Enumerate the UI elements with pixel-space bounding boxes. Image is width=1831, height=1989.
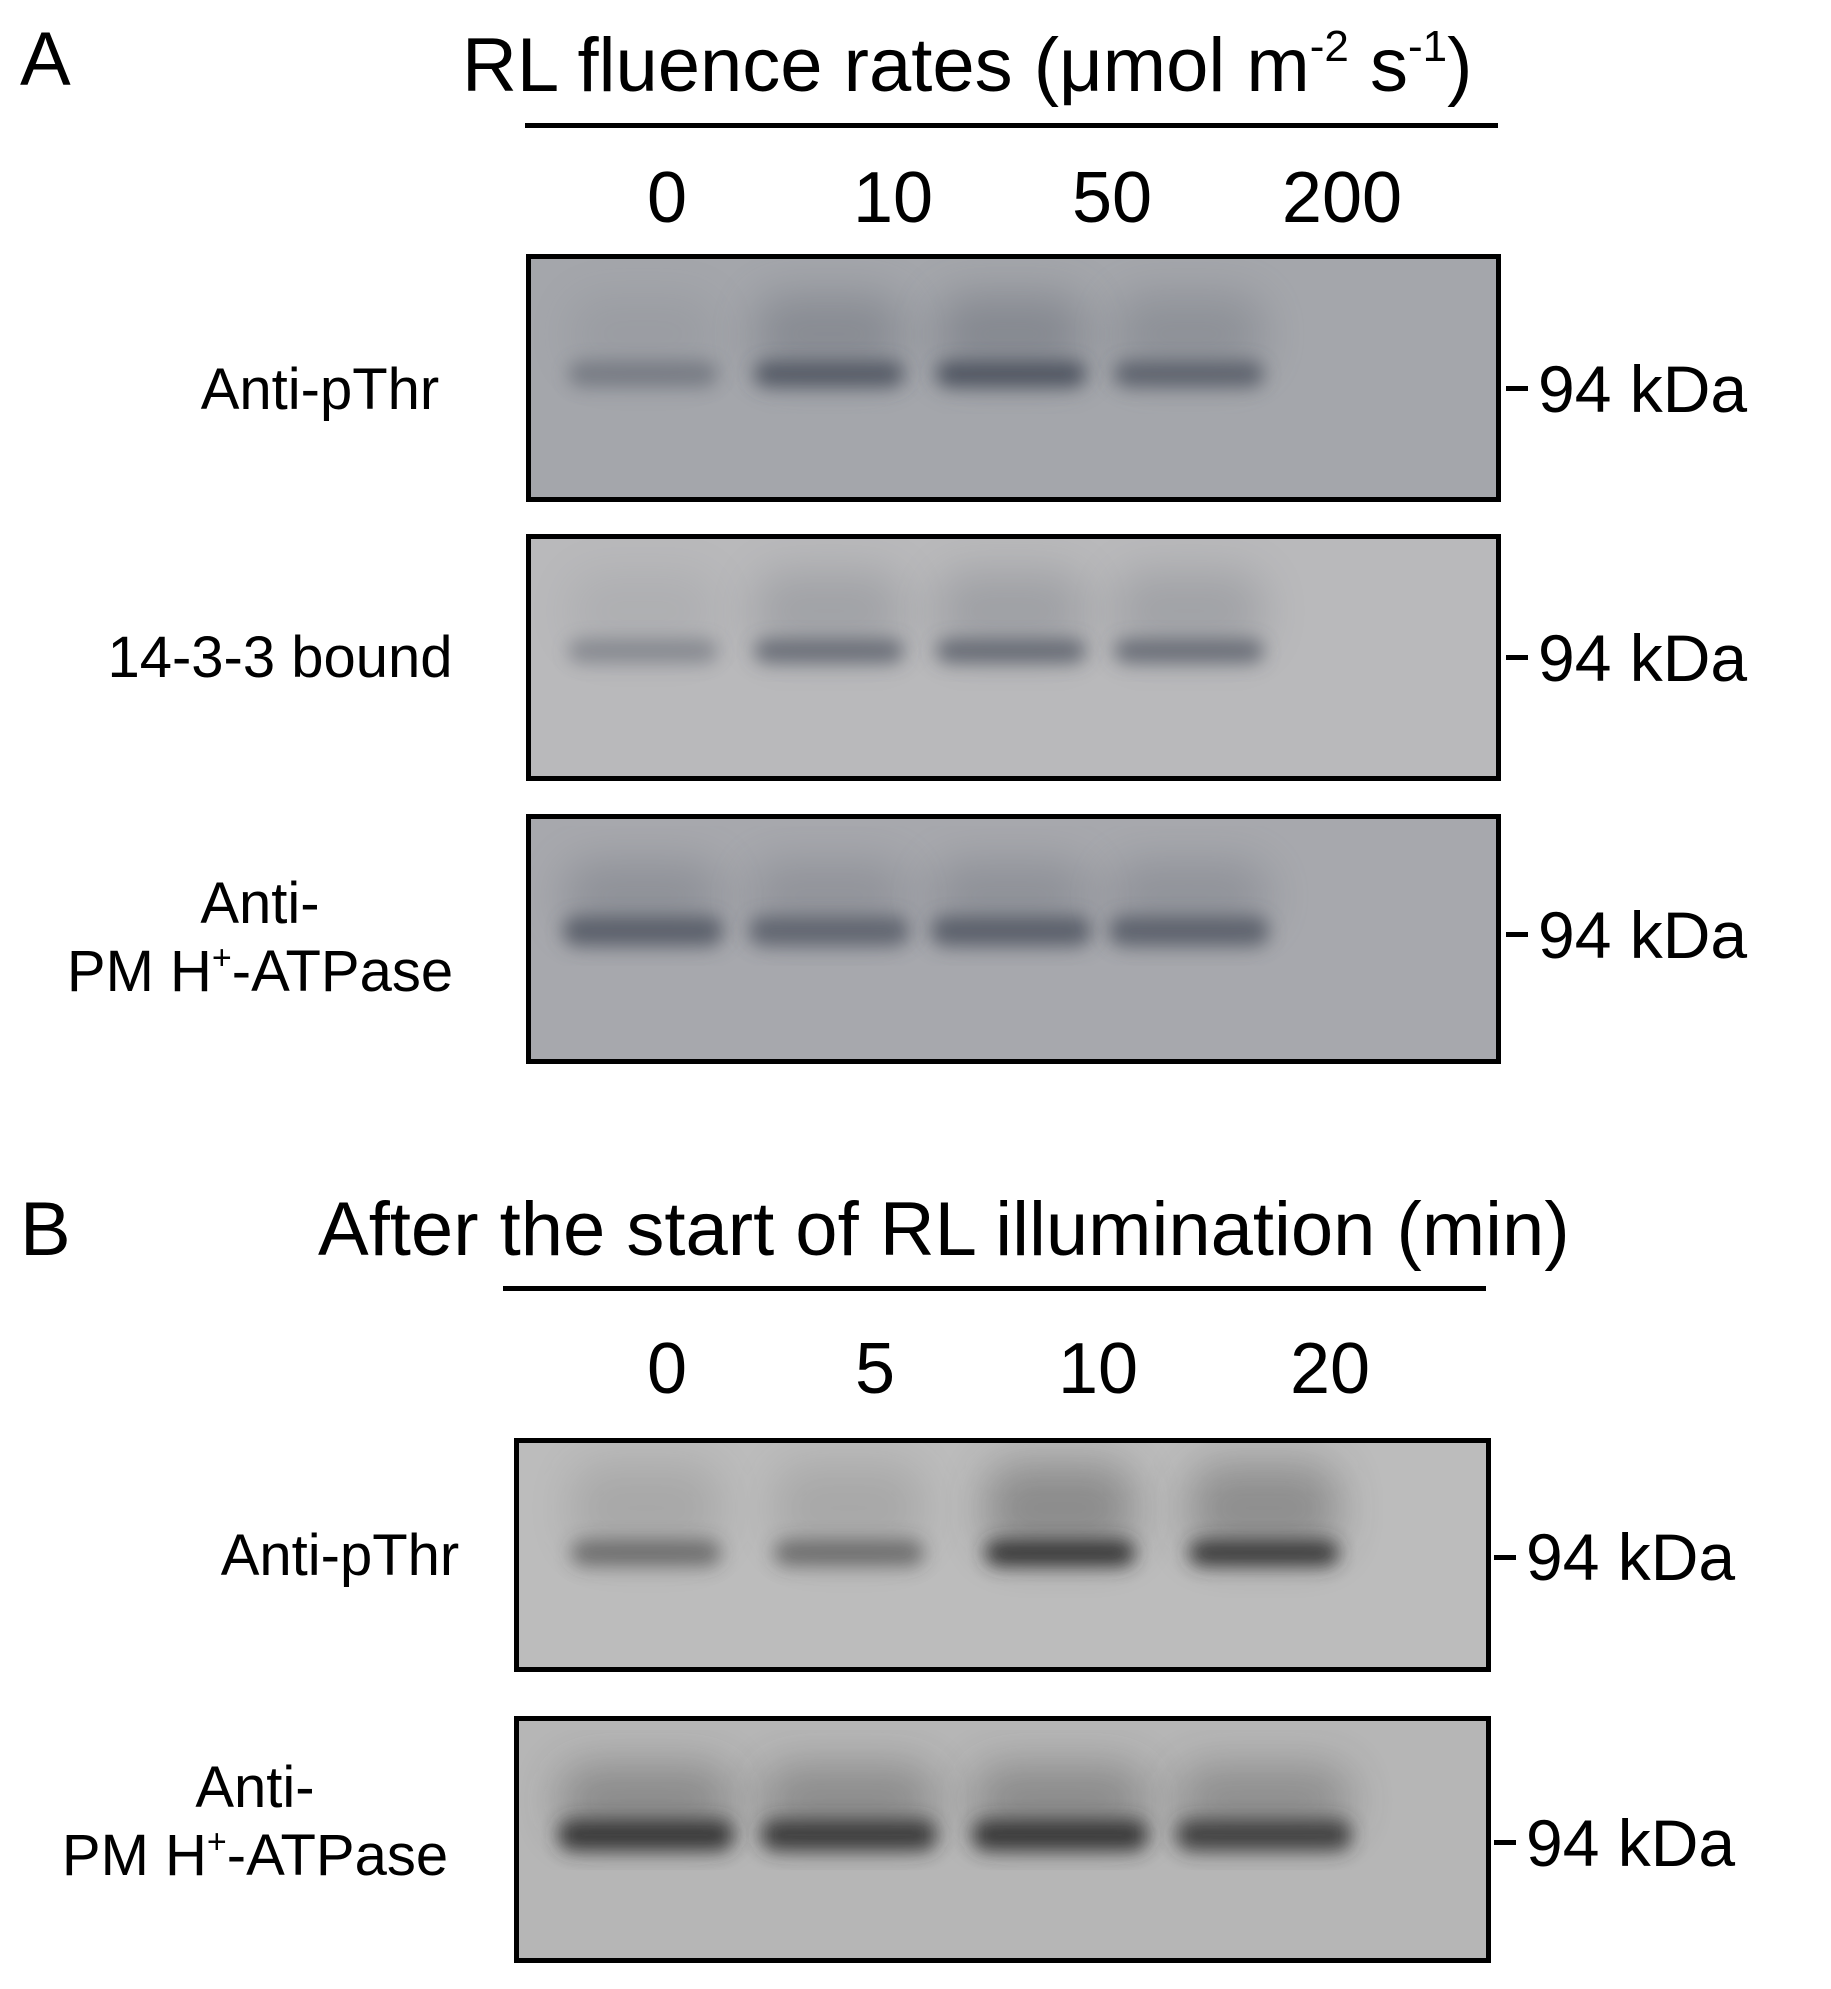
blot-image — [519, 1443, 1486, 1667]
blot-image — [519, 1721, 1486, 1958]
protein-band — [1176, 1819, 1352, 1851]
panel-a-lane-label: 0 — [646, 158, 688, 238]
band-smear — [1189, 1463, 1339, 1553]
western-blot-b-anti-pthr — [514, 1438, 1491, 1672]
panel-a-row-label-14-3-3-bound: 14-3-3 bound — [107, 625, 453, 690]
protein-band — [1189, 1540, 1339, 1566]
molecular-weight-marker: 94 kDa — [1538, 898, 1748, 972]
western-blot-a-14-3-3-bound — [526, 534, 1501, 781]
band-smear — [563, 861, 723, 931]
protein-band — [1109, 916, 1269, 946]
protein-band — [568, 361, 718, 387]
molecular-weight-marker: 94 kDa — [1526, 1806, 1736, 1880]
band-smear — [774, 1463, 924, 1553]
protein-band — [761, 1819, 937, 1851]
western-blot-b-anti-pm-h-atpase — [514, 1716, 1491, 1963]
protein-band — [563, 916, 723, 946]
band-smear — [571, 1463, 721, 1553]
molecular-weight-marker: 94 kDa — [1526, 1520, 1736, 1594]
panel-b-row-label-anti-pm-h-atpase: Anti- PM H+-ATPase — [10, 1754, 500, 1891]
protein-band — [754, 361, 904, 387]
band-smear — [1109, 861, 1269, 931]
protein-band — [558, 1819, 734, 1851]
band-smear — [754, 571, 904, 651]
protein-band — [749, 916, 909, 946]
panel-a-lane-label: 200 — [1281, 158, 1403, 238]
band-smear — [749, 861, 909, 931]
panel-a-title-rule — [525, 123, 1498, 128]
protein-band — [936, 361, 1086, 387]
marker-tick — [1494, 1555, 1516, 1560]
band-smear — [754, 294, 904, 374]
band-smear — [761, 1765, 937, 1835]
panel-b-title: After the start of RL illumination (min) — [318, 1187, 1570, 1272]
band-smear — [568, 571, 718, 651]
panel-b-lane-label: 10 — [1057, 1329, 1139, 1409]
panel-b-lane-label: 20 — [1289, 1329, 1371, 1409]
band-smear — [985, 1463, 1135, 1553]
band-smear — [972, 1765, 1148, 1835]
panel-a-row-label-anti-pm-h-atpase: Anti- PM H+-ATPase — [20, 870, 500, 1007]
blot-image — [531, 819, 1496, 1059]
protein-band — [568, 639, 718, 663]
protein-band — [571, 1540, 721, 1566]
protein-band — [931, 916, 1091, 946]
panel-a-row-label-anti-pthr: Anti-pThr — [200, 357, 440, 422]
band-smear — [936, 294, 1086, 374]
molecular-weight-marker: 94 kDa — [1538, 621, 1748, 695]
row-label-line: Anti- — [195, 1755, 315, 1820]
band-smear — [931, 861, 1091, 931]
western-blot-a-anti-pm-h-atpase — [526, 814, 1501, 1064]
marker-tick — [1506, 932, 1528, 937]
panel-b-row-label-anti-pthr: Anti-pThr — [220, 1523, 460, 1588]
panel-letter-b: B — [20, 1187, 71, 1272]
protein-band — [936, 639, 1086, 663]
protein-band — [754, 639, 904, 663]
band-smear — [1114, 571, 1264, 651]
blot-image — [531, 259, 1496, 497]
protein-band — [1114, 361, 1264, 387]
band-smear — [1176, 1765, 1352, 1835]
molecular-weight-marker: 94 kDa — [1538, 352, 1748, 426]
protein-band — [1114, 639, 1264, 663]
band-smear — [936, 571, 1086, 651]
panel-b-lane-label: 5 — [854, 1329, 896, 1409]
panel-b-lane-label: 0 — [646, 1329, 688, 1409]
blot-image — [531, 539, 1496, 776]
protein-band — [985, 1540, 1135, 1566]
marker-tick — [1506, 655, 1528, 660]
row-label-line: PM H+-ATPase — [61, 1823, 449, 1889]
row-label-line: Anti- — [200, 871, 320, 936]
marker-tick — [1494, 1840, 1516, 1845]
band-smear — [1114, 294, 1264, 374]
band-smear — [568, 294, 718, 374]
row-label-line: PM H+-ATPase — [66, 939, 454, 1005]
panel-b-title-rule — [503, 1286, 1486, 1291]
panel-a-lane-label: 50 — [1071, 158, 1153, 238]
western-blot-a-anti-pthr — [526, 254, 1501, 502]
panel-letter-a: A — [20, 17, 71, 102]
protein-band — [972, 1819, 1148, 1851]
band-smear — [558, 1765, 734, 1835]
marker-tick — [1506, 386, 1528, 391]
panel-a-title: RL fluence rates (μmol m-2 s-1) — [462, 22, 1473, 108]
protein-band — [774, 1540, 924, 1566]
panel-a-lane-label: 10 — [852, 158, 934, 238]
